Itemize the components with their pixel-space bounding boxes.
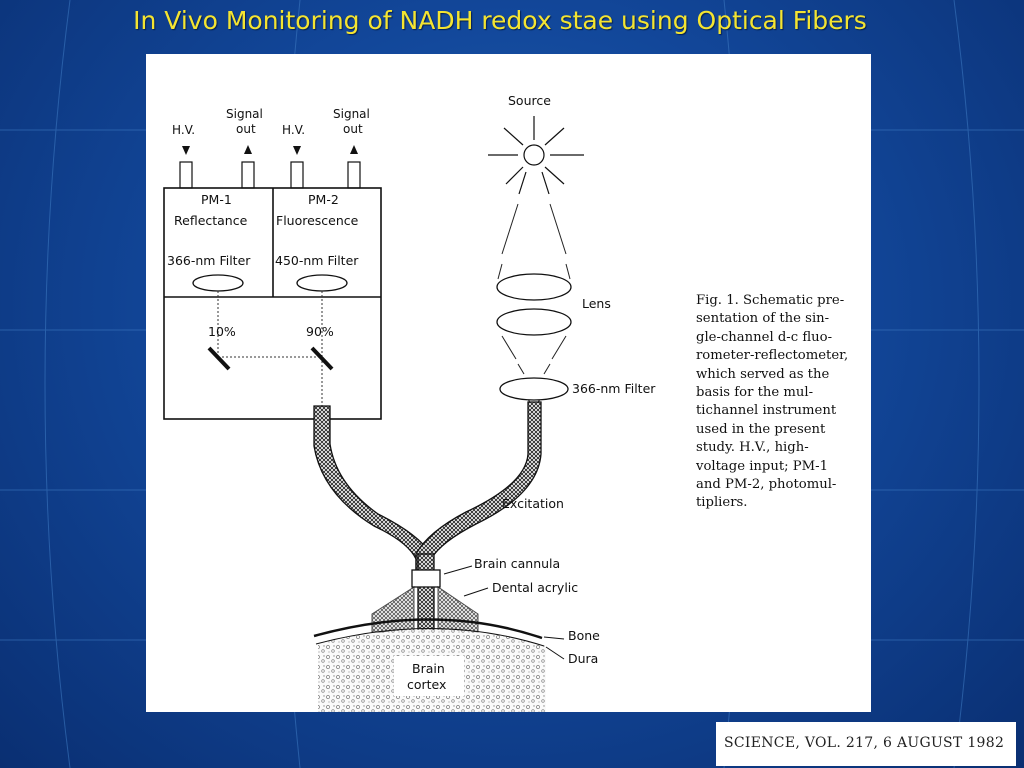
signal-left-label-1: Signal	[226, 107, 263, 121]
mirror-90pct	[310, 346, 334, 371]
pm1-name: PM-1	[201, 192, 232, 207]
lens-label: Lens	[582, 296, 611, 311]
hv-left-arrow	[182, 146, 190, 155]
internal-light-path	[217, 291, 323, 406]
cortex-label-1: Brain	[412, 661, 445, 676]
arrow-marks	[182, 145, 358, 155]
citation-box: SCIENCE, VOL. 217, 6 AUGUST 1982	[716, 722, 1016, 766]
fiber-bundle-excitation	[415, 401, 542, 575]
instrument-housing	[163, 187, 382, 420]
lens-upper	[496, 273, 572, 301]
pm2-name: PM-2	[308, 192, 339, 207]
caption-line: used in the present	[696, 421, 826, 437]
caption-line: and PM-2, photomul-	[696, 477, 837, 493]
caption-line: gle-channel d-c fluo-	[696, 329, 833, 345]
split-right-label: 90%	[306, 324, 334, 339]
caption-line: Fig. 1. Schematic pre-	[696, 293, 845, 308]
cortex-label-2: cortex	[407, 677, 446, 692]
citation-text: SCIENCE, VOL. 217, 6 AUGUST 1982	[724, 735, 1005, 751]
fiber-bundle-detection	[313, 405, 432, 575]
caption-line: basis for the mul-	[696, 385, 814, 401]
hv-right-label: H.V.	[282, 123, 305, 137]
split-left-label: 10%	[208, 324, 236, 339]
brain-cannula-label: Brain cannula	[474, 556, 560, 571]
source-filter-label: 366-nm Filter	[572, 381, 656, 396]
mirror-10pct	[207, 346, 231, 371]
pm-connectors	[179, 161, 361, 189]
source-beam	[497, 203, 571, 407]
dura-label: Dura	[568, 651, 598, 666]
signal-right-label-1: Signal	[333, 107, 370, 121]
signal-left-arrow	[244, 145, 252, 154]
caption-line: rometer-reflectometer,	[696, 348, 849, 364]
hv-right-arrow	[293, 146, 301, 155]
fluorometer-diagram: H.V. Signal out H.V. Signal out PM-1 Ref…	[163, 93, 656, 712]
pm1-type: Reflectance	[174, 213, 248, 228]
pm1-filter: 366-nm Filter	[167, 253, 251, 268]
slide-title: In Vivo Monitoring of NADH redox stae us…	[133, 6, 867, 35]
cortex-label-box	[394, 656, 464, 696]
caption-line: study. H.V., high-	[696, 440, 809, 456]
hv-left-label: H.V.	[172, 123, 195, 137]
dental-acrylic-label: Dental acrylic	[492, 580, 578, 595]
caption-line: which served as the	[696, 366, 830, 382]
pm1-filter-disc	[192, 274, 244, 292]
signal-right-label-2: out	[343, 122, 363, 136]
bone-label: Bone	[568, 628, 600, 643]
bone-layer	[313, 618, 543, 640]
brain-cannula	[411, 569, 441, 588]
dura-layer	[315, 628, 545, 647]
signal-right-arrow	[350, 145, 358, 154]
source-label: Source	[508, 93, 551, 108]
figure-panel: H.V. Signal out H.V. Signal out PM-1 Ref…	[146, 54, 871, 712]
source-sun-icon	[488, 116, 584, 195]
lens-lower	[496, 308, 572, 336]
signal-left-label-2: out	[236, 122, 256, 136]
caption-line: voltage input; PM-1	[696, 458, 829, 474]
figure-caption: Fig. 1. Schematic pre- sentation of the …	[696, 292, 854, 513]
caption-line: sentation of the sin-	[696, 311, 830, 327]
excitation-label: Excitation	[502, 496, 564, 511]
source-filter-disc	[499, 377, 569, 401]
pm2-filter: 450-nm Filter	[275, 253, 359, 268]
caption-line: tichannel instrument	[696, 403, 837, 419]
pm2-type: Fluorescence	[276, 213, 359, 228]
pm2-filter-disc	[296, 274, 348, 292]
caption-line: tipliers.	[696, 495, 748, 511]
